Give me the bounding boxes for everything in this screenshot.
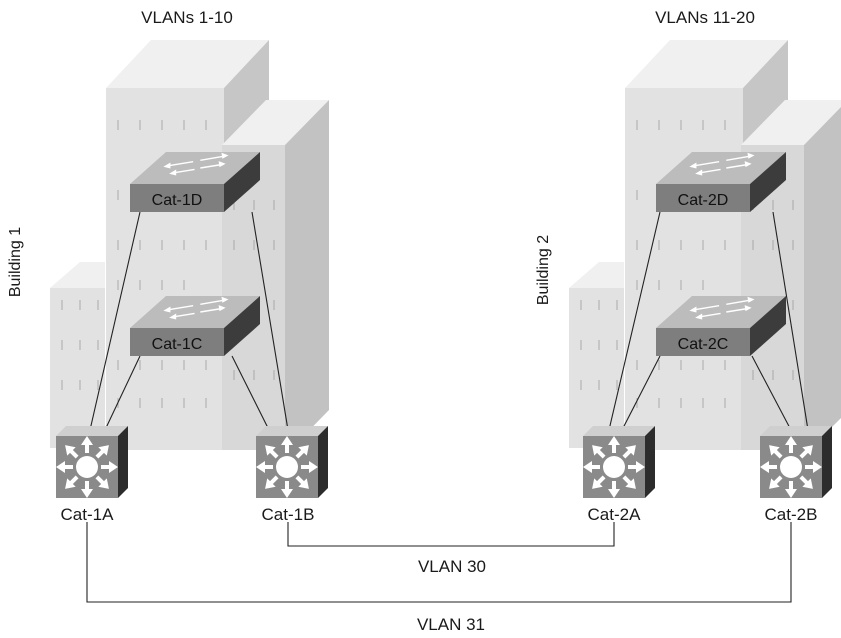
switch-cat-1c[interactable]: Cat-1C xyxy=(130,296,260,356)
building-1-label: Building 1 xyxy=(7,227,24,297)
uplink-links xyxy=(89,211,809,433)
switch-label-cat-2b: Cat-2B xyxy=(765,505,818,524)
switch-label-cat-1a: Cat-1A xyxy=(61,505,115,524)
multilayer-switch-icon xyxy=(583,436,645,498)
switch-label-cat-2a: Cat-2A xyxy=(588,505,642,524)
building-1-icon xyxy=(50,40,329,455)
switch-cat-1d[interactable]: Cat-1D xyxy=(130,152,260,212)
vlan-31-label: VLAN 31 xyxy=(417,615,485,634)
switch-cat-1b[interactable] xyxy=(256,426,328,498)
switch-cat-2a[interactable] xyxy=(583,426,655,498)
switch-label-cat-2d: Cat-2D xyxy=(678,192,729,209)
switch-cat-2b[interactable] xyxy=(760,426,832,498)
multilayer-switch-icon xyxy=(760,436,822,498)
multilayer-switch-icon xyxy=(256,436,318,498)
building-2-label: Building 2 xyxy=(535,235,552,305)
switch-cat-2d[interactable]: Cat-2D xyxy=(656,152,786,212)
switch-label-cat-1b: Cat-1B xyxy=(262,505,315,524)
switch-label-cat-1d: Cat-1D xyxy=(152,192,203,209)
switch-label-cat-2c: Cat-2C xyxy=(678,336,729,353)
building-2-vlans-label: VLANs 11-20 xyxy=(655,8,755,27)
switch-cat-1a[interactable] xyxy=(56,426,128,498)
switch-cat-2c[interactable]: Cat-2C xyxy=(656,296,786,356)
vlan-30-link xyxy=(287,522,615,547)
vlan-30-label: VLAN 30 xyxy=(418,557,486,576)
vlan-31-link xyxy=(86,522,792,603)
switch-label-cat-1c: Cat-1C xyxy=(152,336,203,353)
multilayer-switch-icon xyxy=(56,436,118,498)
building-2-icon xyxy=(569,40,841,455)
building-1-vlans-label: VLANs 1-10 xyxy=(141,8,233,27)
